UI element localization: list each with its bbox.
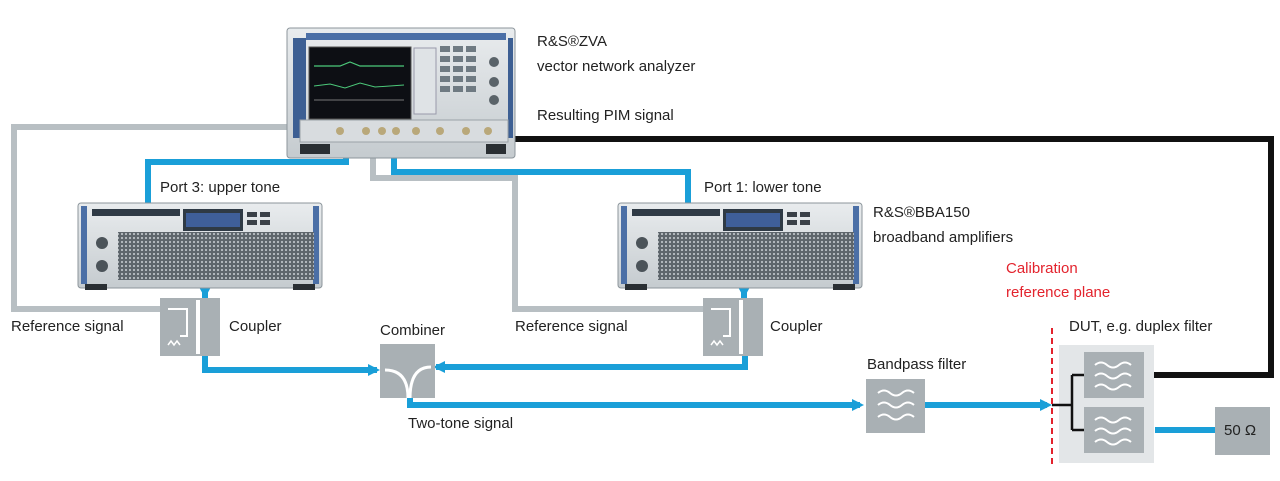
termination-box [1215, 407, 1270, 455]
amplifier-left [77, 202, 323, 290]
two-tone-signal-label: Two-tone signal [408, 415, 514, 432]
arrow-into-combiner-right [433, 361, 445, 373]
pim-signal-cable [496, 136, 1274, 378]
arrow-into-coupler-left [199, 287, 211, 298]
combiner-to-bandpass-cable [407, 395, 860, 408]
arrow-into-coupler-right [738, 287, 750, 298]
left-reference-signal-label: Reference signal [11, 318, 124, 335]
amplifier-right [617, 202, 863, 290]
combiner-box [380, 344, 435, 399]
right-reference-signal-label: Reference signal [515, 318, 628, 335]
reference-cable-left [11, 124, 335, 312]
termination-label: 50 Ω [1224, 422, 1257, 439]
port3-label: Port 3: upper tone [160, 179, 281, 196]
combiner-label: Combiner [380, 322, 446, 339]
coupler-right-box [703, 298, 763, 356]
left-coupler-label: Coupler [229, 318, 282, 335]
arrow-into-dut [1040, 399, 1052, 411]
bandpass-filter-box [866, 379, 925, 433]
coupler-left-box [160, 298, 220, 356]
right-coupler-label: Coupler [770, 318, 823, 335]
coupler-right-to-combiner-cable [436, 355, 748, 370]
port1-label: Port 1: lower tone [704, 179, 822, 196]
analyzer-description: vector network analyzer [537, 58, 696, 75]
coupler-left-to-combiner-cable [202, 355, 377, 373]
dut-duplex-filter [1052, 345, 1154, 463]
calibration-label-line1: Calibration [1006, 260, 1078, 277]
reference-cable-right [370, 128, 706, 312]
amplifier-name: R&S®BBA150 [873, 204, 970, 221]
calibration-label-line2: reference plane [1006, 284, 1111, 301]
amplifier-description: broadband amplifiers [873, 229, 1014, 246]
arrow-into-combiner-left [368, 364, 380, 376]
analyzer-name: R&S®ZVA [537, 33, 607, 50]
bandpass-filter-label: Bandpass filter [867, 356, 967, 373]
vector-network-analyzer [286, 27, 516, 159]
dut-label: DUT, e.g. duplex filter [1069, 318, 1213, 335]
analyzer-output-label: Resulting PIM signal [537, 107, 674, 124]
arrow-into-bandpass [852, 399, 864, 411]
